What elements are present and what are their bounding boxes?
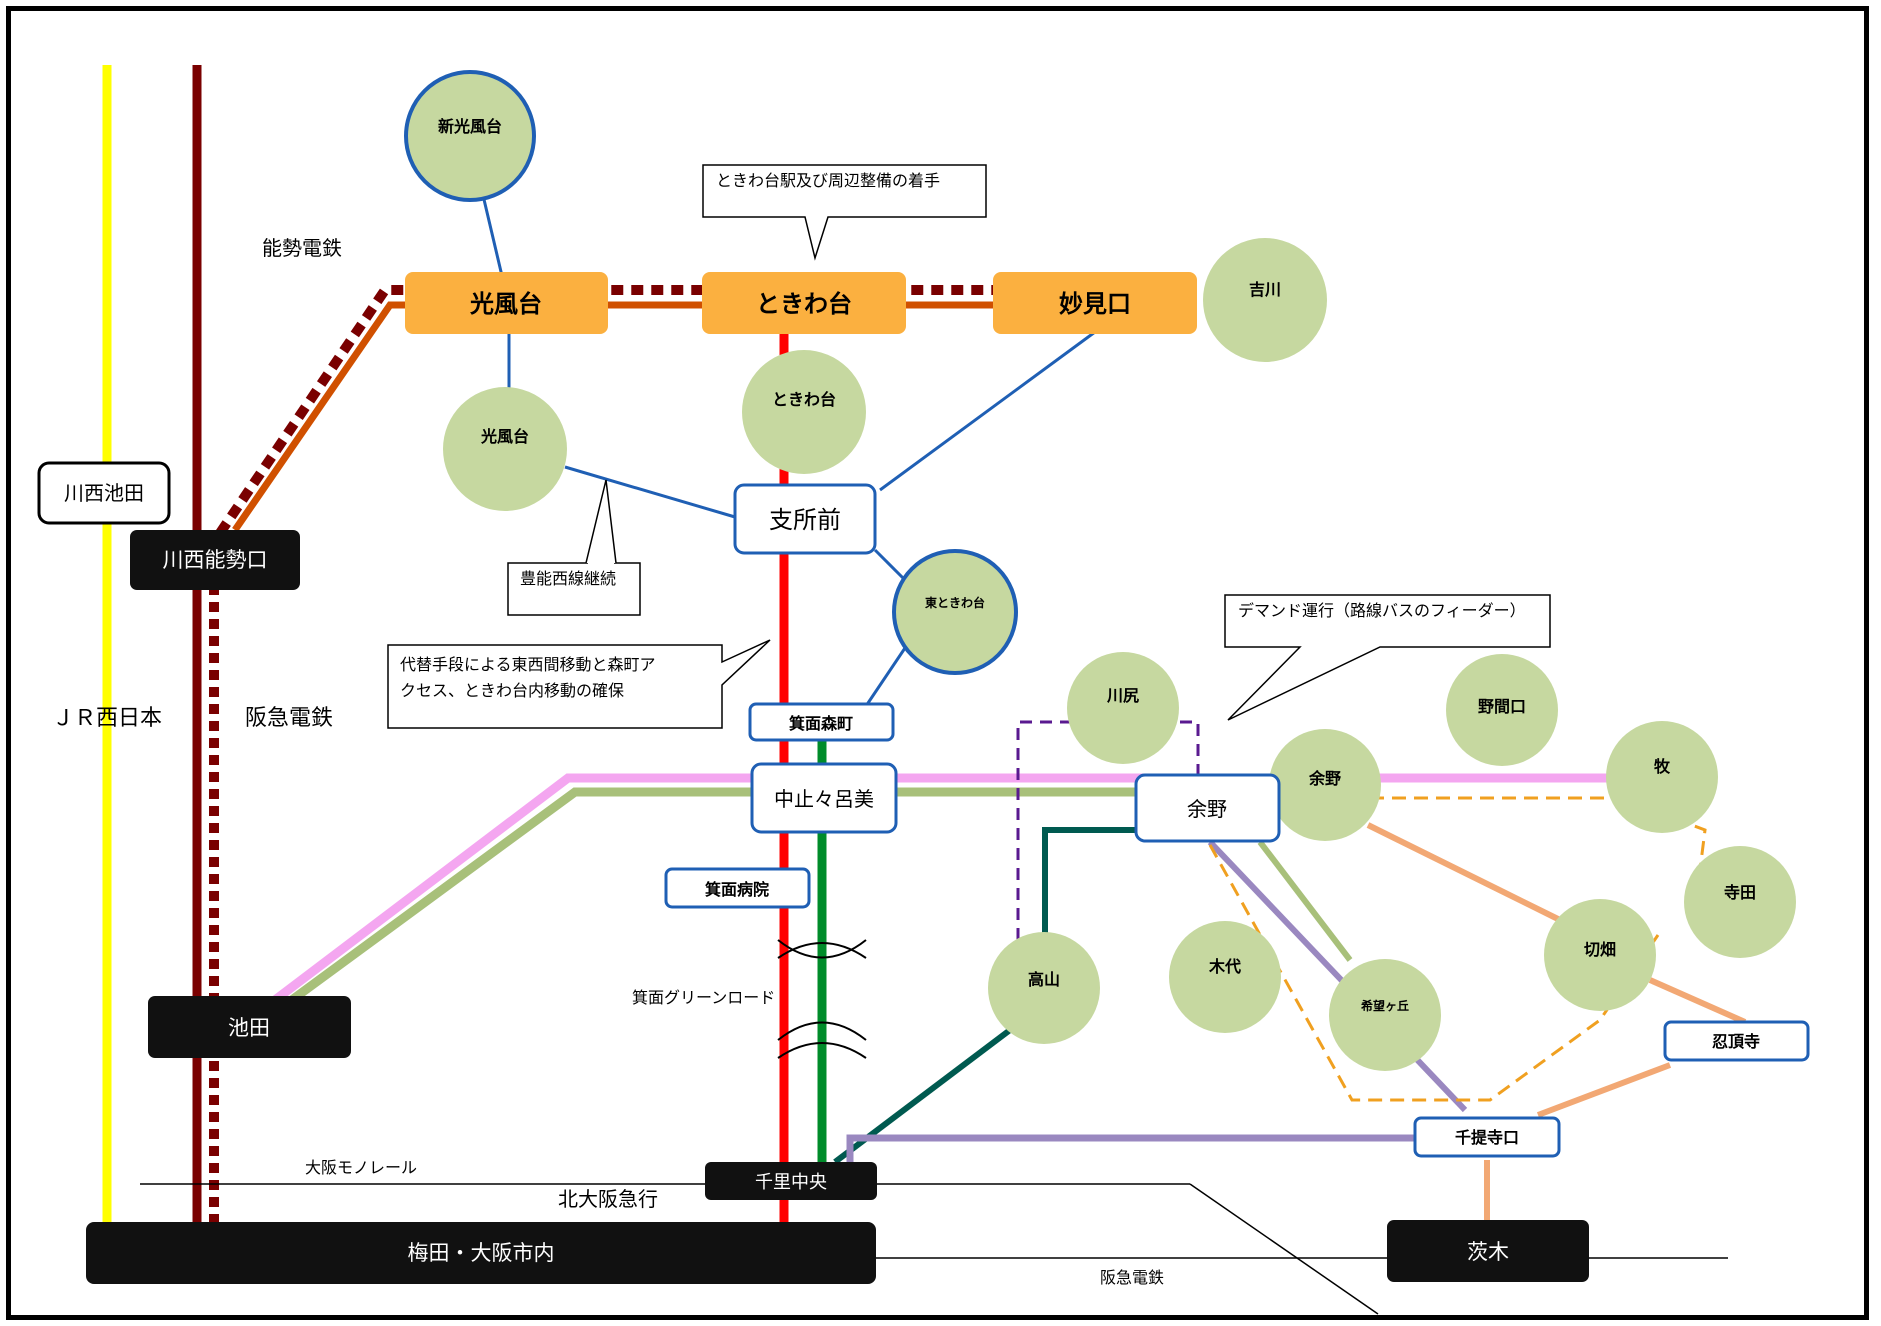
stop-kawanishi-ikeda: 川西池田 xyxy=(37,461,171,525)
area-nomaguchi: 野間口 xyxy=(1446,654,1558,766)
stop-label: 箕面森町 xyxy=(788,714,853,733)
area-takayama: 高山 xyxy=(988,932,1100,1044)
label-jr-west: ＪＲ西日本 xyxy=(52,706,162,731)
salmon-route-a xyxy=(1366,822,1562,923)
olive-route xyxy=(282,787,1150,1009)
bridge-symbol-2b xyxy=(777,1042,867,1059)
stop-label: 忍頂寺 xyxy=(1712,1032,1760,1051)
stop-yono: 余野 xyxy=(1134,773,1281,843)
teal-route-north xyxy=(1042,827,1140,935)
station-tokiwadai: ときわ台 xyxy=(702,272,906,334)
station-label: 池田 xyxy=(228,1016,270,1040)
bridge-symbol-2 xyxy=(777,1021,867,1041)
stop-todoromi: 中止々呂美 xyxy=(750,762,898,834)
callout-text-line2: クセス、ときわ台内移動の確保 xyxy=(400,681,624,700)
station-ikeda: 池田 xyxy=(148,996,351,1058)
diagram-frame xyxy=(6,6,1869,1320)
station-label: 茨木 xyxy=(1467,1240,1509,1264)
station-kawanishi-noseguchi: 川西能勢口 xyxy=(130,530,300,590)
area-label: 切畑 xyxy=(1584,940,1616,959)
label-osaka-monorail: 大阪モノレール xyxy=(305,1158,417,1177)
stop-minoh-morimachi: 箕面森町 xyxy=(748,702,895,742)
area-kishiro: 木代 xyxy=(1169,921,1281,1033)
callout-demand: デマンド運行（路線バスのフィーダー） xyxy=(1224,594,1551,721)
pink-route xyxy=(272,773,1620,1004)
area-label: ときわ台 xyxy=(772,390,836,409)
station-label: 光風台 xyxy=(469,290,542,318)
stop-label: 余野 xyxy=(1187,797,1227,821)
teal-route xyxy=(833,1027,1012,1165)
area-kawajiri: 川尻 xyxy=(1067,652,1179,764)
station-label: 梅田・大阪市内 xyxy=(408,1241,555,1265)
salmon-route-b xyxy=(1648,977,1747,1025)
nose-dentetsu-line xyxy=(232,301,1000,532)
area-maki: 牧 xyxy=(1606,721,1718,833)
station-kofudai: 光風台 xyxy=(405,272,608,334)
salmon-route-c xyxy=(1536,1062,1672,1118)
stop-minoh-byoin: 箕面病院 xyxy=(664,867,811,909)
area-label: 余野 xyxy=(1308,769,1341,788)
bridge-symbol-1b xyxy=(777,942,867,959)
stop-chojuji: 忍頂寺 xyxy=(1663,1020,1810,1062)
area-yoshikawa: 吉川 xyxy=(1203,238,1327,362)
area-label: 希望ヶ丘 xyxy=(1360,998,1409,1013)
area-shin-kofudai: 新光風台 xyxy=(404,70,536,202)
area-kiribata: 切畑 xyxy=(1544,899,1656,1011)
callout-alt-means: 代替手段による東西間移動と森町ア クセス、ときわ台内移動の確保 xyxy=(387,639,771,729)
area-yono: 余野 xyxy=(1269,729,1381,841)
stop-sotojiguchi: 千提寺口 xyxy=(1413,1116,1561,1158)
stop-label: 千提寺口 xyxy=(1455,1128,1519,1147)
callout-text: ときわ台駅及び周辺整備の着手 xyxy=(716,171,940,190)
area-label: 川尻 xyxy=(1106,686,1139,705)
area-label: 寺田 xyxy=(1724,883,1756,902)
monorail-branch xyxy=(1189,1183,1379,1315)
callout-toyono-west: 豊能西線継続 xyxy=(507,479,641,616)
callout-text: 豊能西線継続 xyxy=(520,569,616,588)
label-minoh-green-road: 箕面グリーンロード xyxy=(632,988,775,1007)
area-label: 高山 xyxy=(1028,970,1060,989)
area-label: 新光風台 xyxy=(438,117,502,136)
callout-text-line1: 代替手段による東西間移動と森町ア xyxy=(400,655,656,674)
stop-label: 支所前 xyxy=(769,506,841,534)
area-label: 牧 xyxy=(1654,757,1671,776)
blue-route-f xyxy=(864,647,907,707)
blue-route-d xyxy=(879,330,1096,492)
station-label: 川西能勢口 xyxy=(163,548,268,572)
stop-label: 箕面病院 xyxy=(704,880,769,899)
purple-route-diag xyxy=(1207,839,1468,1113)
label-kita-osaka-kyuko: 北大阪急行 xyxy=(558,1187,658,1211)
area-shobugaoka: 希望ヶ丘 xyxy=(1329,959,1441,1071)
station-senri-chuo: 千里中央 xyxy=(705,1162,877,1200)
callout-text: デマンド運行（路線バスのフィーダー） xyxy=(1238,601,1526,620)
label-hankyu-takarazuka: 阪急電鉄 xyxy=(245,706,333,731)
area-kofudai: 光風台 xyxy=(443,387,567,511)
station-label: ときわ台 xyxy=(756,290,852,318)
station-umeda: 梅田・大阪市内 xyxy=(86,1222,876,1284)
area-label: 光風台 xyxy=(480,427,529,446)
station-ibaraki: 茨木 xyxy=(1387,1220,1589,1282)
stop-shishomae: 支所前 xyxy=(733,483,877,555)
station-myokenguchi: 妙見口 xyxy=(993,272,1197,334)
area-label: 野間口 xyxy=(1478,697,1526,716)
purple-route xyxy=(846,1134,1415,1172)
stop-label: 川西池田 xyxy=(64,481,144,505)
area-higashi-tokiwadai: 東ときわ台 xyxy=(892,549,1018,675)
stop-label: 中止々呂美 xyxy=(774,787,874,811)
area-terada: 寺田 xyxy=(1684,846,1796,958)
label-hankyu-kyoto: 阪急電鉄 xyxy=(1100,1268,1164,1287)
bridge-symbol-1 xyxy=(777,939,867,959)
callout-tokiwadai-station: ときわ台駅及び周辺整備の着手 xyxy=(702,164,987,261)
area-label: 東ときわ台 xyxy=(925,595,985,610)
station-label: 千里中央 xyxy=(755,1172,827,1193)
station-label: 妙見口 xyxy=(1059,290,1131,318)
area-tokiwadai: ときわ台 xyxy=(742,350,866,474)
olive-route-diag xyxy=(1257,840,1353,962)
blue-route-c xyxy=(564,465,736,519)
area-label: 木代 xyxy=(1208,957,1241,976)
label-nose-dentetsu: 能勢電鉄 xyxy=(262,236,342,260)
area-label: 吉川 xyxy=(1249,280,1281,299)
